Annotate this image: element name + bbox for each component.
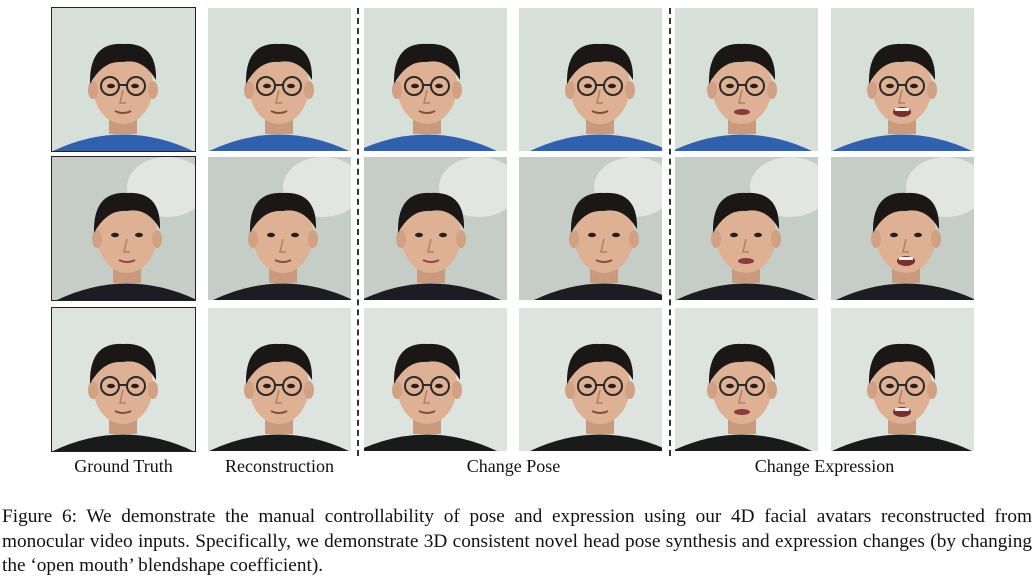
avatar-image-change-pose [364, 308, 507, 451]
avatar-image-change-pose [519, 157, 662, 300]
avatar-image-change-expression [831, 157, 974, 300]
avatar-image-reconstruction [208, 308, 351, 451]
label-change-expression: Change Expression [754, 456, 895, 476]
avatar-image-change-pose [519, 8, 662, 151]
avatar-image-change-pose [519, 308, 662, 451]
avatar-image-reconstruction [208, 8, 351, 151]
label-ground-truth: Ground Truth [74, 456, 173, 476]
figure-caption: Figure 6: We demonstrate the manual cont… [2, 506, 1032, 577]
avatar-image-ground-truth [51, 7, 196, 152]
label-change-pose: Change Pose [466, 456, 561, 476]
avatar-image-ground-truth [51, 307, 196, 452]
avatar-image-change-expression [831, 308, 974, 451]
avatar-image-change-expression [831, 8, 974, 151]
avatar-image-change-expression [675, 8, 818, 151]
avatar-image-change-pose [364, 8, 507, 151]
dashed-divider-pose [357, 8, 359, 456]
dashed-divider-expression [669, 8, 671, 456]
avatar-image-change-expression [675, 308, 818, 451]
avatar-image-reconstruction [208, 157, 351, 300]
label-reconstruction: Reconstruction [225, 456, 334, 476]
avatar-image-ground-truth [51, 156, 196, 301]
avatar-image-change-pose [364, 157, 507, 300]
avatar-image-change-expression [675, 157, 818, 300]
